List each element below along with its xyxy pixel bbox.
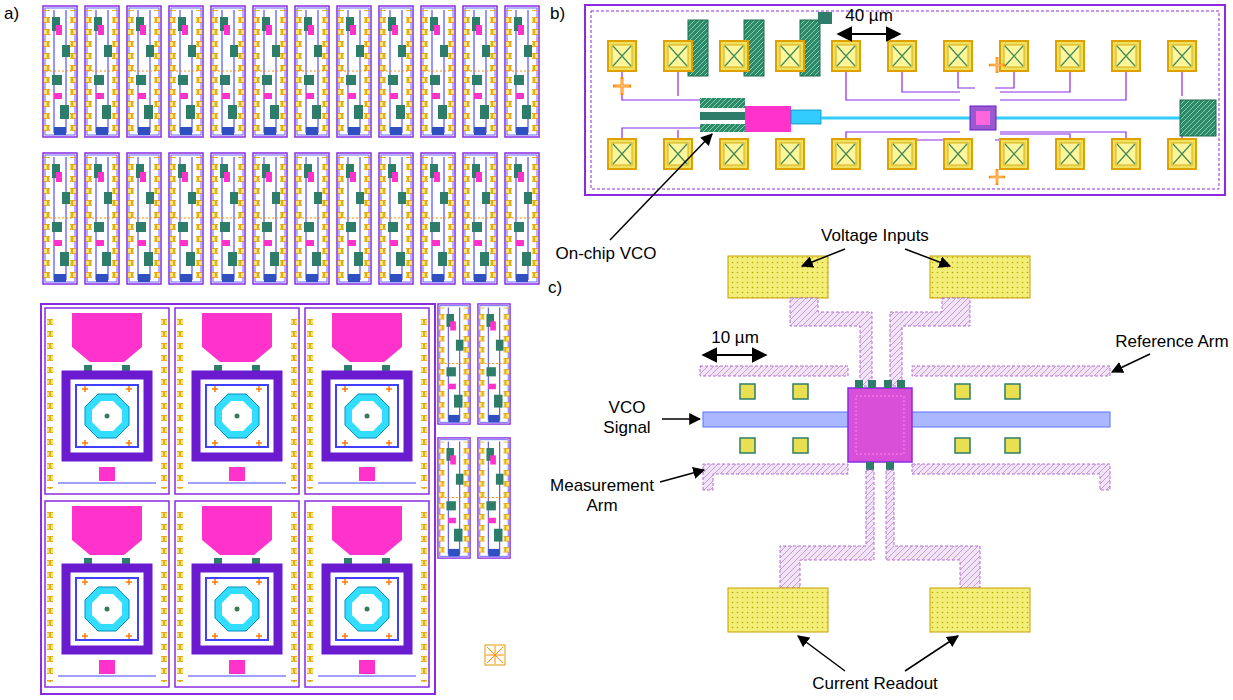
annotation-label: 40 µm	[826, 6, 912, 26]
annotation-label: Measurement Arm	[540, 476, 664, 515]
panel-c-layout	[700, 256, 1110, 632]
annotation-label: Voltage Inputs	[800, 226, 950, 246]
leader-line	[610, 134, 712, 240]
annotation-label: On-chip VCO	[548, 244, 664, 264]
annotation-label: c)	[548, 278, 574, 298]
panel-a-layout	[41, 6, 539, 694]
leader-lines	[660, 249, 1150, 671]
annotation-label: Reference Arm	[1114, 332, 1230, 352]
annotation-label: b)	[550, 4, 576, 24]
annotation-label: Current Readout	[796, 674, 954, 694]
annotation-label: a)	[4, 4, 30, 24]
annotation-label: 10 µm	[698, 328, 772, 348]
annotation-label: VCO Signal	[596, 398, 658, 437]
